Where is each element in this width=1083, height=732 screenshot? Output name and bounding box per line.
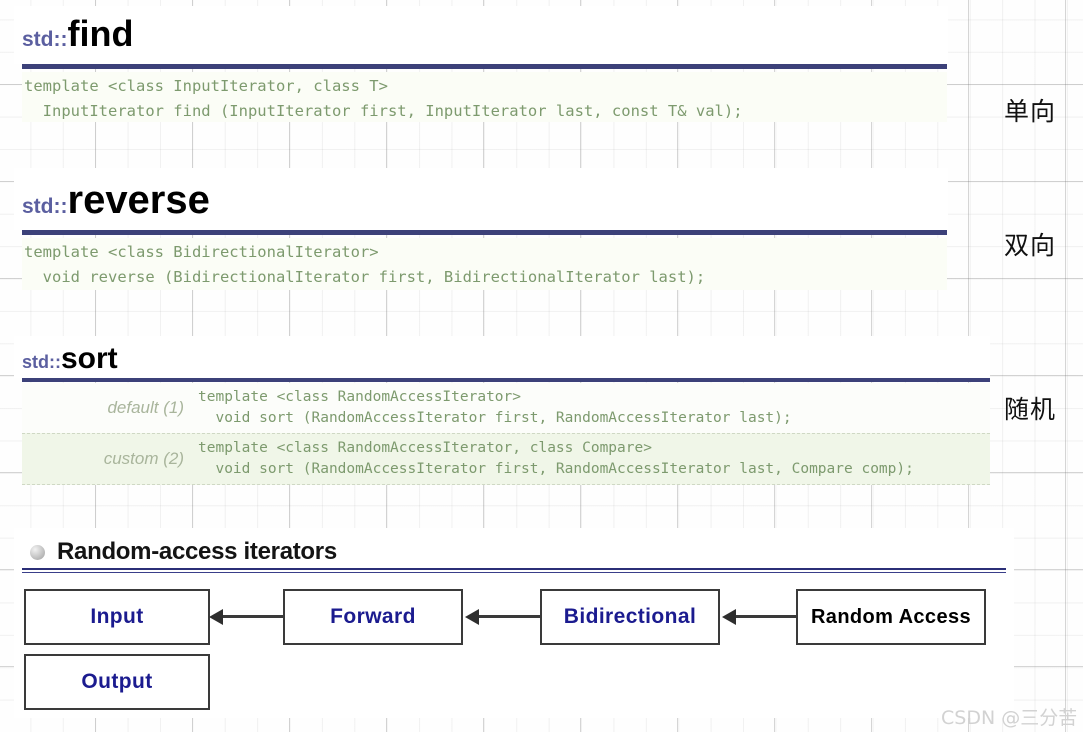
iterator-box-label: Output	[81, 670, 153, 693]
iterator-box-bidirectional[interactable]: Bidirectional	[540, 589, 720, 645]
find-function-name: find	[67, 13, 134, 54]
arrow-line-bidirectional-to-forward	[478, 615, 540, 618]
sort-overload-row: custom (2) template <class RandomAccessI…	[22, 433, 990, 485]
sort-overload-code: template <class RandomAccessIterator, cl…	[198, 440, 914, 477]
arrow-line-forward-to-input	[222, 615, 283, 618]
sort-overload-row: default (1) template <class RandomAccess…	[22, 383, 990, 433]
sort-section-panel	[14, 336, 990, 378]
reverse-section-panel	[14, 168, 948, 230]
find-signature-code: template <class InputIterator, class T> …	[22, 72, 947, 122]
arrow-line-random-to-bidirectional	[735, 615, 796, 618]
iterator-box-input[interactable]: Input	[24, 589, 210, 645]
sort-overload-label: default (1)	[107, 398, 184, 417]
reverse-side-note: 双向	[1004, 231, 1057, 260]
sort-title-rule	[22, 378, 990, 382]
csdn-watermark: CSDN @三分苦	[941, 707, 1078, 729]
reverse-section-title: std::reverse	[22, 180, 210, 220]
sort-namespace-label: std::	[22, 352, 61, 372]
sort-section-title: std::sort	[22, 344, 118, 374]
reverse-namespace-label: std::	[22, 195, 68, 218]
reverse-title-rule	[22, 230, 947, 235]
sphere-bullet-icon	[30, 544, 45, 560]
sort-side-note: 随机	[1004, 395, 1057, 424]
find-side-note: 单向	[1004, 97, 1057, 126]
iterator-box-label: Random Access	[810, 605, 972, 628]
reverse-signature-code: template <class BidirectionalIterator> v…	[22, 238, 947, 290]
iterator-box-output[interactable]: Output	[24, 654, 210, 710]
sort-function-name: sort	[61, 342, 118, 375]
diagram-heading: Random-access iterators	[30, 538, 337, 566]
diagram-heading-label: Random-access iterators	[57, 538, 337, 565]
find-section-title: std::find	[22, 16, 133, 52]
iterator-box-forward[interactable]: Forward	[283, 589, 463, 645]
iterator-box-random-access[interactable]: Random Access	[796, 589, 986, 645]
arrow-head-random-to-bidirectional	[722, 609, 736, 625]
arrow-head-bidirectional-to-forward	[465, 609, 479, 625]
iterator-box-label: Bidirectional	[563, 605, 697, 628]
sort-overload-label: custom (2)	[103, 449, 184, 468]
iterator-box-label: Forward	[330, 605, 416, 628]
find-title-rule	[22, 64, 947, 69]
sort-overloads-table: default (1) template <class RandomAccess…	[22, 383, 990, 485]
reverse-function-name: reverse	[67, 178, 210, 222]
iterator-box-label: Input	[90, 605, 144, 628]
arrow-head-forward-to-input	[209, 609, 223, 625]
find-namespace-label: std::	[22, 28, 68, 51]
find-section-panel	[14, 6, 948, 64]
diagram-heading-rule	[22, 568, 1006, 573]
sort-overload-code: template <class RandomAccessIterator> vo…	[198, 389, 792, 426]
